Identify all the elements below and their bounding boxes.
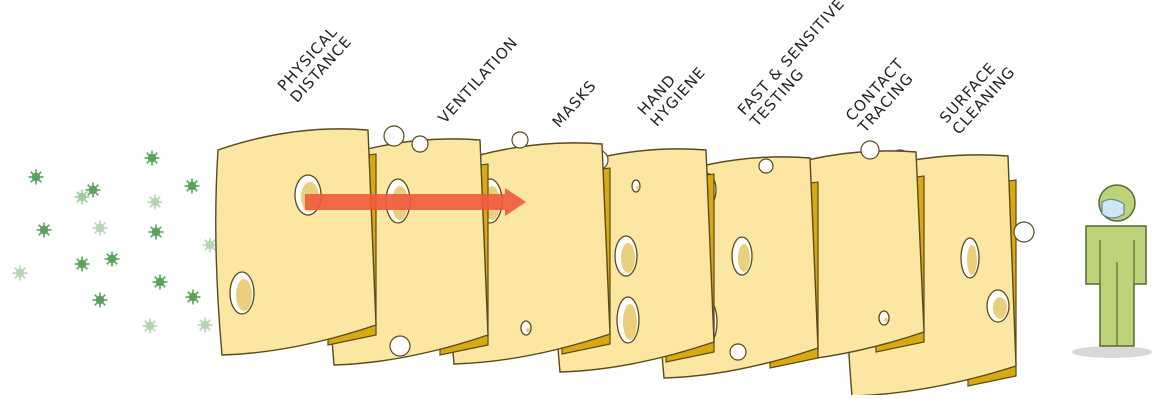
- person-icon: [1072, 184, 1152, 358]
- virus-icon: [85, 182, 101, 198]
- virus-icon: [152, 274, 168, 290]
- virus-icon: [197, 317, 213, 333]
- virus-icon: [142, 318, 158, 334]
- cheese-slice-physical-distance: [215, 125, 405, 356]
- virus-icon: [184, 178, 200, 194]
- virus-icon: [104, 251, 120, 267]
- cheese-slices: [215, 125, 1035, 397]
- cheese-hole: [631, 179, 641, 193]
- cheese-hole: [878, 310, 890, 326]
- virus-icon: [147, 194, 163, 210]
- mask-icon: [1101, 198, 1125, 219]
- virus-icon: [12, 265, 28, 281]
- arrow-icon: [305, 188, 526, 216]
- virus-icon: [92, 292, 108, 308]
- virus-icon: [148, 224, 164, 240]
- virus-icon: [28, 169, 44, 185]
- virus-icon: [74, 256, 90, 272]
- virus-icon: [36, 222, 52, 238]
- cheese-hole: [520, 320, 532, 336]
- virus-icon: [185, 289, 201, 305]
- virus-icon: [144, 150, 160, 166]
- virus-icon: [92, 220, 108, 236]
- virus-icon: [74, 189, 90, 205]
